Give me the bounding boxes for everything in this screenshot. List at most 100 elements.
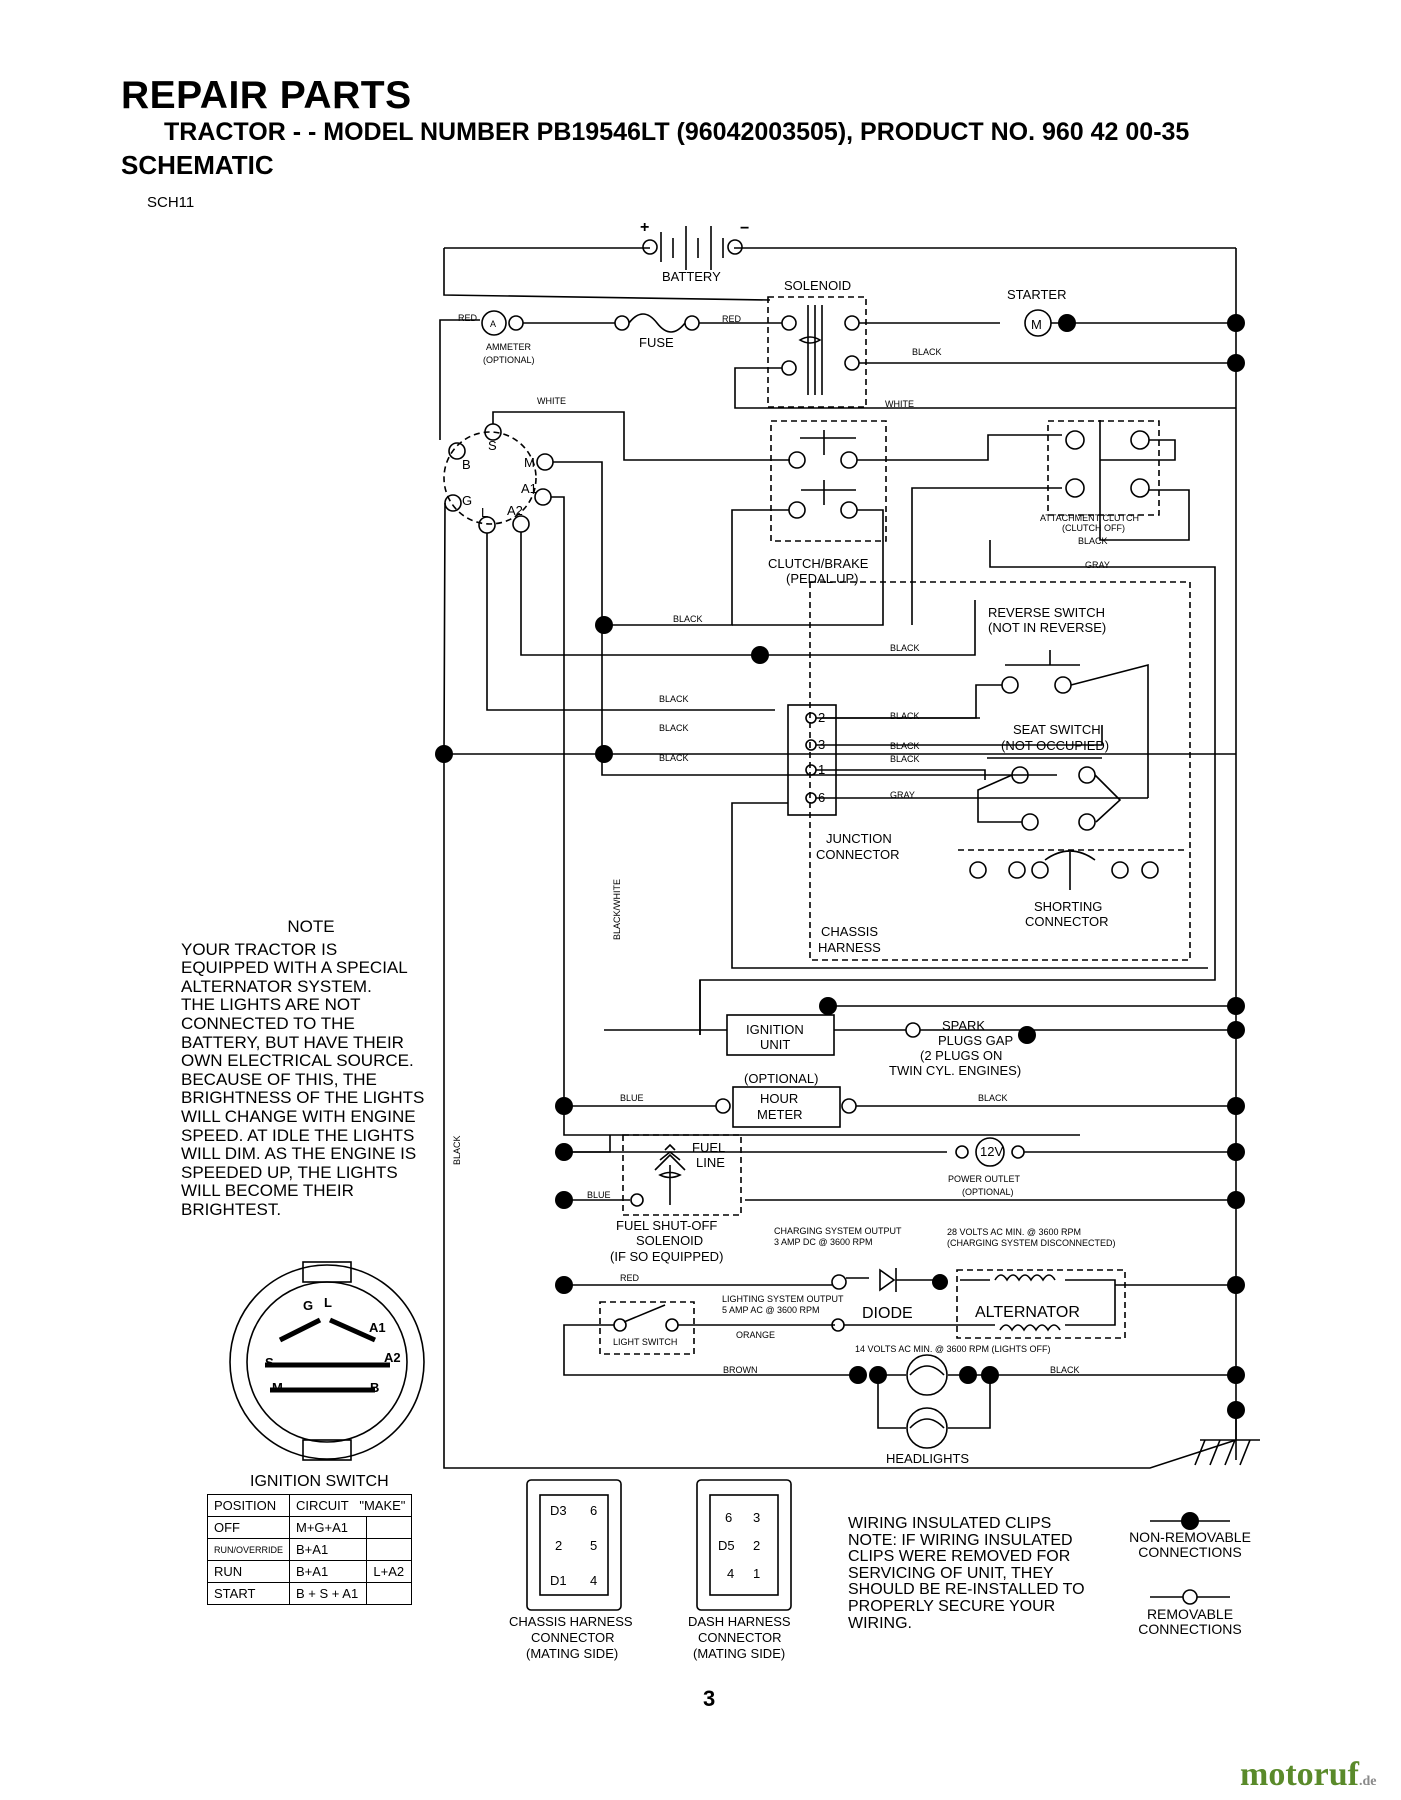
page-number: 3 — [703, 1686, 716, 1711]
ignition-unit — [726, 1014, 835, 1056]
battery-label: BATTERY — [662, 269, 721, 284]
switch-g: G — [303, 1298, 313, 1313]
headlight-bottom — [906, 1407, 948, 1449]
light-switch-label: LIGHT SWITCH — [613, 1337, 677, 1347]
table-cell-circuit: B+A1 — [289, 1560, 368, 1583]
hour-label: HOUR — [760, 1091, 798, 1106]
ign-l: L — [481, 505, 488, 520]
battery-symbol — [444, 226, 1236, 270]
table-cell-extra — [366, 1516, 413, 1539]
note-line: ALTERNATOR SYSTEM. — [181, 976, 372, 996]
switch-l: L — [324, 1295, 332, 1310]
chassis-pin-d3: D3 — [550, 1503, 567, 1518]
spark-gap: PLUGS GAP — [938, 1033, 1013, 1048]
dash-pin-4: 4 — [727, 1566, 734, 1581]
ammeter-symbol — [481, 310, 507, 336]
alternator-note: NOTE YOUR TRACTOR IS EQUIPPED WITH A SPE… — [181, 917, 441, 1220]
warning-line: PROPERLY SECURE YOUR — [848, 1597, 1056, 1615]
fuel-label: FUEL — [692, 1140, 725, 1155]
warning-line: CLIPS WERE REMOVED FOR — [848, 1548, 1071, 1566]
note-line: EQUIPPED WITH A SPECIAL — [181, 958, 408, 978]
chassis-pin-6: 6 — [590, 1503, 597, 1518]
battery-plus: + — [640, 219, 649, 236]
warning-line: SHOULD BE RE-INSTALLED TO — [848, 1581, 1085, 1599]
switch-a1: A1 — [369, 1320, 386, 1335]
table-header: POSITION — [206, 1494, 291, 1517]
ammeter-label: AMMETER — [486, 342, 532, 352]
wire-black-12: BLACK — [1050, 1365, 1080, 1375]
diode-label: DIODE — [862, 1305, 913, 1322]
dash-pin-3: 3 — [753, 1510, 760, 1525]
spark-twin: TWIN CYL. ENGINES) — [889, 1063, 1021, 1078]
power-outlet-symbol — [975, 1137, 1005, 1167]
attachment-clutch-label: ATTACHMENT CLUTCH — [1040, 513, 1139, 523]
dash-pin-d5: D5 — [718, 1538, 735, 1553]
ammeter-letter: A — [490, 319, 496, 329]
power-outlet-label: POWER OUTLET — [948, 1174, 1021, 1184]
wire-black-10: BLACK — [890, 754, 920, 764]
note-line: BATTERY, BUT HAVE THEIR — [181, 1032, 404, 1052]
wire-white-2: WHITE — [885, 399, 914, 409]
lighting-output-label: LIGHTING SYSTEM OUTPUT — [722, 1294, 844, 1304]
starter-m: M — [1031, 317, 1042, 332]
switch-s: S — [265, 1355, 274, 1370]
table-header-row: POSITION CIRCUIT "MAKE" — [206, 1494, 413, 1517]
shorting-label: SHORTING — [1034, 899, 1102, 914]
hour-meter — [732, 1086, 841, 1128]
switch-a2: A2 — [384, 1350, 401, 1365]
note-line: YOUR TRACTOR IS — [181, 939, 338, 959]
chassis-conn-sub: CONNECTOR — [531, 1630, 615, 1645]
note-line: SPEED. AT IDLE THE LIGHTS — [181, 1125, 415, 1145]
alternator-box — [956, 1269, 1126, 1339]
note-line: WILL BECOME THEIR — [181, 1181, 354, 1201]
reverse-switch-sub: (NOT IN REVERSE) — [988, 620, 1106, 635]
legend-removable-line2: CONNECTIONS — [1138, 1621, 1242, 1637]
dash-pin-1: 1 — [753, 1566, 760, 1581]
solenoid-label: SOLENOID — [784, 278, 851, 293]
table-cell-position: START — [206, 1582, 291, 1605]
line-label: LINE — [696, 1155, 725, 1170]
table-cell-circuit: M+G+A1 — [289, 1516, 368, 1539]
clutch-brake-label: CLUTCH/BRAKE — [768, 556, 869, 571]
legend-removable-line1: REMOVABLE — [1146, 1606, 1234, 1622]
wiring-clips-note: WIRING INSULATED CLIPS NOTE: IF WIRING I… — [848, 1515, 1118, 1632]
wire-red-1: RED — [458, 313, 478, 323]
chassis-pin-4: 4 — [590, 1573, 597, 1588]
ignition-switch-face — [229, 1264, 425, 1460]
lighting-output-amp: 5 AMP AC @ 3600 RPM — [722, 1305, 820, 1315]
chassis-conn-label: CHASSIS HARNESS — [509, 1614, 633, 1629]
headlight-top — [906, 1354, 948, 1396]
starter-label: STARTER — [1007, 287, 1066, 302]
fuel-shutoff-label: FUEL SHUT-OFF — [616, 1218, 717, 1233]
table-cell-extra — [366, 1538, 413, 1561]
warning-line: NOTE: IF WIRING INSULATED — [848, 1531, 1073, 1549]
ign-a2: A2 — [507, 503, 523, 518]
brand-tld: .de — [1358, 1774, 1377, 1789]
outlet-12v: 12V — [980, 1144, 1003, 1159]
dash-conn-sub: CONNECTOR — [698, 1630, 782, 1645]
table-header-make: "MAKE" — [359, 1498, 406, 1513]
wire-gray-2: GRAY — [890, 790, 915, 800]
chassis-harness-connector-shape — [526, 1479, 622, 1611]
wire-brown: BROWN — [723, 1365, 758, 1375]
junction-pin-6: 6 — [818, 790, 825, 805]
table-cell-position: RUN/OVERRIDE — [206, 1538, 291, 1561]
note-line: BRIGHTNESS OF THE LIGHTS — [181, 1088, 425, 1108]
switch-b: B — [370, 1380, 379, 1395]
page-title: REPAIR PARTS — [121, 74, 412, 117]
junction-sub: CONNECTOR — [816, 847, 900, 862]
table-row: OFF M+G+A1 — [206, 1516, 413, 1539]
wire-black-1: BLACK — [912, 347, 942, 357]
table-header: CIRCUIT "MAKE" — [289, 1494, 413, 1517]
junction-connector — [787, 704, 837, 816]
headlights-label: HEADLIGHTS — [886, 1451, 969, 1466]
attachment-clutch-sub: (CLUTCH OFF) — [1062, 523, 1125, 533]
legend-non-removable-line1: NON-REMOVABLE — [1129, 1529, 1251, 1545]
light-switch-box — [599, 1301, 695, 1355]
seat-switch-sub: (NOT OCCUPIED) — [1001, 738, 1109, 753]
ignition-sub: UNIT — [760, 1037, 790, 1052]
fuel-shutoff-note: (IF SO EQUIPPED) — [610, 1249, 723, 1264]
dash-conn-mating: (MATING SIDE) — [693, 1646, 785, 1661]
table-row: RUN B+A1 L+A2 — [206, 1560, 413, 1583]
ammeter-optional: (OPTIONAL) — [483, 355, 535, 365]
